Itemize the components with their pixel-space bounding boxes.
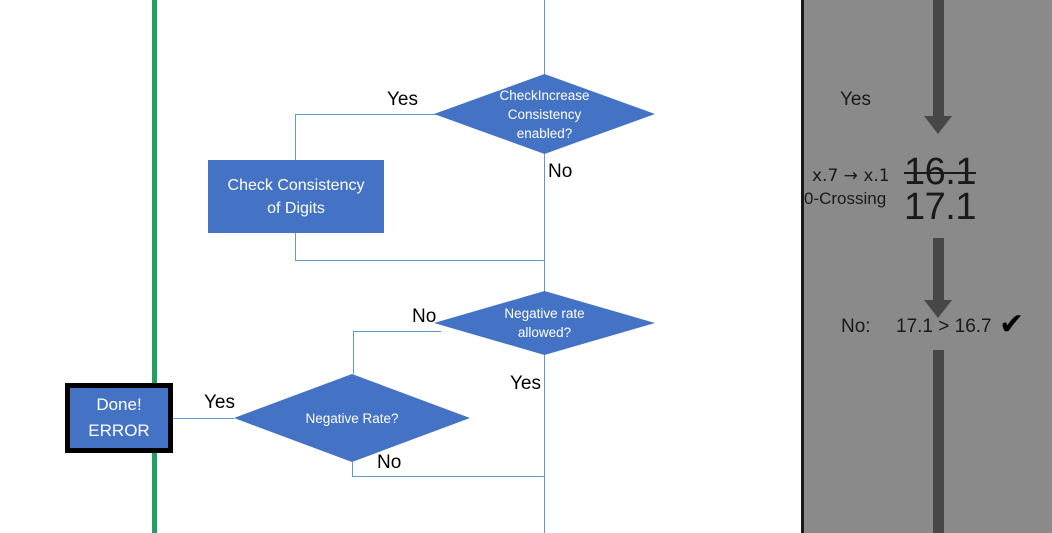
- edge-label-negative-rate-no: No: [377, 452, 402, 473]
- panel-value-current: 17.1: [904, 186, 976, 228]
- process-check-consistency-of-digits-label: Check Consistency of Digits: [227, 176, 365, 217]
- yes-branch-vertical-to-return: [295, 233, 296, 260]
- spine-bottom-segment: [544, 476, 545, 533]
- terminal-done-error-label: Done! ERROR: [88, 395, 150, 440]
- process-check-consistency-of-digits[interactable]: Check Consistency of Digits: [208, 160, 384, 233]
- green-divider-line: [152, 0, 157, 533]
- panel-arrow-top-shaft: [933, 0, 944, 118]
- spine-check-to-negative: [544, 140, 545, 304]
- negative-allowed-no-horizontal: [353, 331, 441, 332]
- yes-branch-return-horizontal: [295, 260, 545, 261]
- panel-annotation-line1-text: x.7 → x.1: [812, 166, 890, 186]
- negative-rate-yes-horizontal: [172, 418, 234, 419]
- panel-checkmark-icon: ✔: [999, 307, 1025, 342]
- edge-label-negative-allowed-no: No: [412, 306, 437, 327]
- panel-arrow-middle-shaft: [933, 238, 944, 302]
- panel-comparison-expression: 17.1 > 16.7: [896, 316, 992, 337]
- yes-branch-vertical-down: [295, 114, 296, 160]
- decision-check-increase-consistency[interactable]: CheckIncrease Consistency enabled?: [434, 74, 655, 154]
- decision-negative-rate[interactable]: Negative Rate?: [234, 374, 470, 462]
- panel-yes-label: Yes: [840, 89, 871, 110]
- terminal-done-error[interactable]: Done! ERROR: [65, 383, 173, 453]
- spine-top-segment: [544, 0, 545, 88]
- edge-label-check-increase-no: No: [548, 161, 573, 182]
- panel-comparison-prefix: No:: [841, 316, 871, 337]
- panel-arrow-middle-head: [924, 300, 952, 318]
- edge-label-check-increase-yes: Yes: [387, 89, 418, 110]
- panel-arrow-bottom-shaft: [933, 350, 944, 533]
- panel-annotation-line2: 0-Crossing: [804, 189, 887, 208]
- negative-rate-no-vertical: [352, 462, 353, 476]
- spine-negative-allowed-bottom: [544, 355, 545, 477]
- panel-annotation-line1: x.7 → x.1: [812, 165, 890, 187]
- edge-label-negative-allowed-yes: Yes: [510, 373, 541, 394]
- panel-arrow-top-head: [924, 116, 952, 134]
- annotation-panel: Yes x.7 → x.1 0-Crossing 16.1 17.1 No: 1…: [801, 0, 1052, 533]
- edge-label-negative-rate-yes: Yes: [204, 392, 235, 413]
- negative-rate-no-horizontal: [352, 476, 545, 477]
- panel-value-struck: 16.1: [904, 151, 976, 193]
- negative-allowed-no-vertical: [353, 331, 354, 374]
- yes-branch-horizontal-top: [295, 114, 440, 115]
- decision-negative-rate-allowed[interactable]: Negative rate allowed?: [434, 291, 655, 355]
